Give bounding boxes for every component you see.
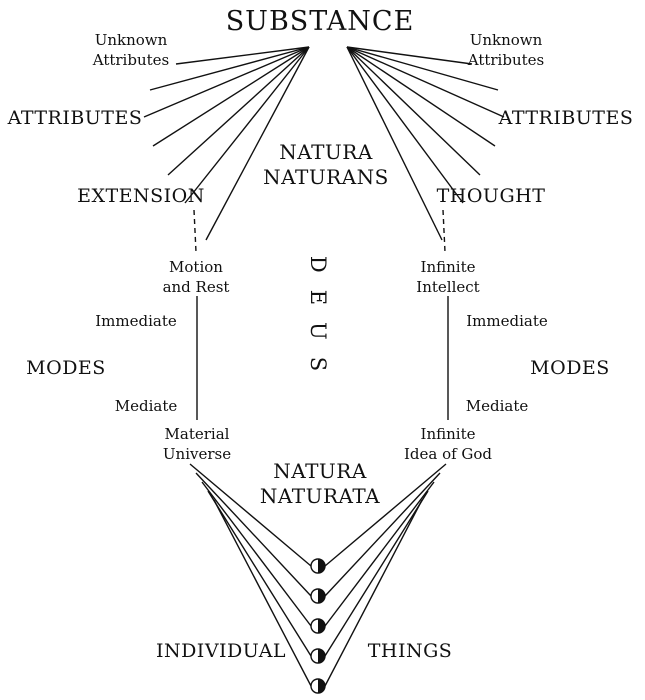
mediate-left-label: Mediate	[114, 397, 178, 415]
modes-left-label: MODES	[26, 357, 106, 379]
immediate-left-label: Immediate	[95, 312, 177, 330]
substance-label: SUBSTANCE	[225, 6, 415, 37]
half-filled-circle-icon	[310, 678, 326, 694]
half-filled-circle-icon	[310, 558, 326, 574]
attributes-left-label: ATTRIBUTES	[7, 107, 143, 129]
extension-mode-dashed-link	[193, 209, 197, 253]
thought-mode-dashed-link	[442, 209, 446, 253]
half-filled-circle-icon	[310, 648, 326, 664]
extension-label: EXTENSION	[77, 185, 205, 207]
natura-naturata-label: NATURA NATURATA	[259, 459, 381, 508]
deus-label: DEUS	[306, 255, 330, 389]
natura-naturans-label: NATURA NATURANS	[263, 140, 389, 189]
material-universe-label: Material Universe	[162, 425, 232, 463]
left-attribute-fan-lines	[143, 46, 310, 241]
unknown-attributes-left-label: Unknown Attributes	[92, 31, 170, 69]
attributes-right-label: ATTRIBUTES	[498, 107, 634, 129]
modes-right-label: MODES	[530, 357, 610, 379]
things-label: THINGS	[367, 640, 453, 662]
individual-label: INDIVIDUAL	[155, 640, 287, 662]
infinite-idea-of-god-label: Infinite Idea of God	[403, 425, 493, 463]
unknown-attributes-right-label: Unknown Attributes	[467, 31, 545, 69]
infinite-intellect-label: Infinite Intellect	[416, 258, 480, 296]
right-attribute-fan-lines	[346, 46, 505, 241]
immediate-right-label: Immediate	[466, 312, 548, 330]
motion-and-rest-label: Motion and Rest	[162, 258, 230, 296]
mediate-right-label: Mediate	[465, 397, 529, 415]
individual-things-icons	[310, 558, 326, 694]
thought-label: THOUGHT	[436, 185, 546, 207]
half-filled-circle-icon	[310, 588, 326, 604]
left-individual-fan-lines	[189, 463, 312, 687]
right-individual-fan-lines	[324, 463, 447, 687]
half-filled-circle-icon	[310, 618, 326, 634]
